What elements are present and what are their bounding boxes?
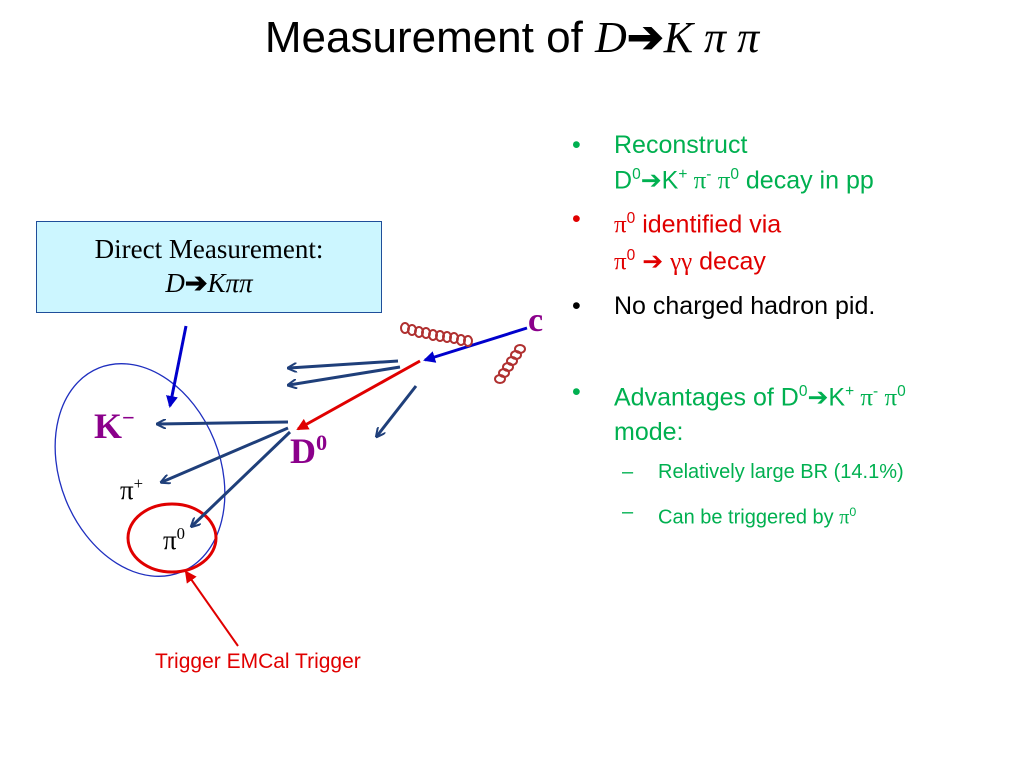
trigger-arrow: [184, 570, 239, 647]
a-pi0: π: [878, 384, 898, 412]
a-k-sup: +: [845, 382, 855, 400]
p2-text: decay: [692, 246, 766, 275]
c-quark-arrow: [423, 326, 528, 363]
bullet-pi0-identified: • π0 identified via π0 ➔ γγ decay: [572, 204, 1012, 277]
sub-pi-sup: 0: [849, 505, 857, 520]
d0-base: D: [290, 431, 316, 471]
p-pi: π: [614, 211, 627, 239]
a-pi0-sup: 0: [897, 382, 906, 400]
p2-pi: π: [614, 247, 627, 275]
gluon-spring-right: [494, 344, 526, 384]
pi0-sup: 0: [176, 524, 186, 543]
bullet-text: No charged hadron pid.: [614, 291, 876, 320]
sub-bullet-br: – Relatively large BR (14.1%): [572, 459, 1012, 485]
pi0-base: π: [163, 525, 177, 555]
piplus-track: [162, 426, 289, 482]
bullet-line2: π0 ➔ γγ decay: [614, 241, 1012, 277]
kminus-track: [158, 422, 289, 424]
title-formula-rest: K π π: [663, 13, 760, 62]
piplus-base: π: [120, 475, 134, 505]
p-text: identified via: [635, 210, 782, 239]
kminus-sup: −: [122, 405, 135, 430]
c-quark-label: c: [528, 302, 544, 339]
p2-arrow: ➔: [635, 246, 671, 275]
d0-arrow: [296, 359, 421, 431]
sub-bullet-trigger: – Can be triggered by π0: [572, 499, 1012, 531]
pi0-track: [192, 430, 292, 526]
bullet-dot: •: [572, 131, 581, 159]
box-d: D: [165, 268, 185, 298]
sub-text: Can be triggered by: [658, 506, 840, 529]
title-text: Measurement of: [264, 13, 596, 62]
gluon-spring-left: [400, 322, 473, 347]
f-rest: decay in pp: [738, 166, 874, 195]
bullet-formula: D0➔K+ π- π0 decay in pp: [614, 160, 1012, 196]
f-arrow: ➔: [640, 166, 662, 195]
bullet-dot: •: [572, 291, 581, 320]
piplus-label: π+: [120, 474, 143, 506]
box-arrow: ➔: [184, 268, 208, 298]
kminus-base: K: [94, 406, 123, 446]
f-d: D: [614, 166, 633, 195]
bullet-dot: •: [572, 377, 581, 406]
f-pi: π: [687, 167, 707, 195]
a-pi: π: [854, 384, 874, 412]
piplus-sup: +: [133, 474, 144, 493]
box-line1: Direct Measurement:: [94, 234, 324, 264]
bullet-line1: Advantages of D0➔K+ π- π0: [614, 377, 1012, 413]
sub-text: Relatively large BR (14.1%): [658, 461, 904, 484]
bullet-reconstruct: • Reconstruct D0➔K+ π- π0 decay in pp: [572, 130, 1012, 196]
a-text: Advantages of D: [614, 383, 799, 412]
p2-pi-sup: 0: [626, 246, 636, 264]
box-pointer-arrow: [166, 325, 188, 408]
a-pi-sup: -: [873, 382, 879, 400]
bullet-dot: •: [572, 205, 581, 234]
trigger-label: Trigger EMCal Trigger: [155, 650, 361, 673]
p2-gamma: γγ: [670, 247, 693, 275]
d0-sup: 0: [316, 430, 328, 455]
kminus-label: K−: [94, 405, 135, 447]
p-pi-sup: 0: [626, 210, 636, 228]
title-d: D: [595, 13, 627, 62]
d0-label: D0: [290, 430, 327, 472]
bullet-line2: mode:: [614, 418, 684, 447]
box-formula: D➔Kππ: [37, 266, 381, 300]
f-k: K: [661, 166, 679, 195]
pi0-label: π0: [163, 524, 185, 556]
f-pi0-sup: 0: [730, 166, 739, 183]
title-arrow: ➔: [626, 13, 664, 62]
f-d-sup: 0: [632, 166, 641, 183]
bullet-list: • Reconstruct D0➔K+ π- π0 decay in pp • …: [572, 130, 1012, 531]
bullet-line1: π0 identified via: [614, 204, 1012, 240]
f-pi0: π: [711, 167, 731, 195]
slide-title: Measurement of D➔K π π: [0, 12, 1024, 63]
pi0-trigger-circle: [126, 502, 218, 574]
bullet-text: Reconstruct: [614, 131, 748, 159]
bullet-advantages: • Advantages of D0➔K+ π- π0 mode:: [572, 377, 1012, 447]
f-k-sup: +: [678, 166, 688, 183]
sub-pi: π: [839, 506, 850, 529]
direct-measurement-box: Direct Measurement: D➔Kππ: [36, 221, 382, 313]
a-arrow: ➔: [807, 383, 829, 412]
track-down: [377, 385, 418, 436]
sub-dash: –: [622, 501, 634, 524]
sub-dash: –: [622, 461, 634, 484]
a-sup: 0: [798, 382, 808, 400]
box-formula-rest: Kππ: [207, 268, 253, 298]
track-upper-1: [289, 359, 399, 368]
a-k: K: [828, 383, 846, 412]
bullet-no-pid: • No charged hadron pid.: [572, 291, 1012, 321]
track-upper-2: [289, 365, 401, 385]
f-pi-sup: -: [706, 166, 712, 183]
